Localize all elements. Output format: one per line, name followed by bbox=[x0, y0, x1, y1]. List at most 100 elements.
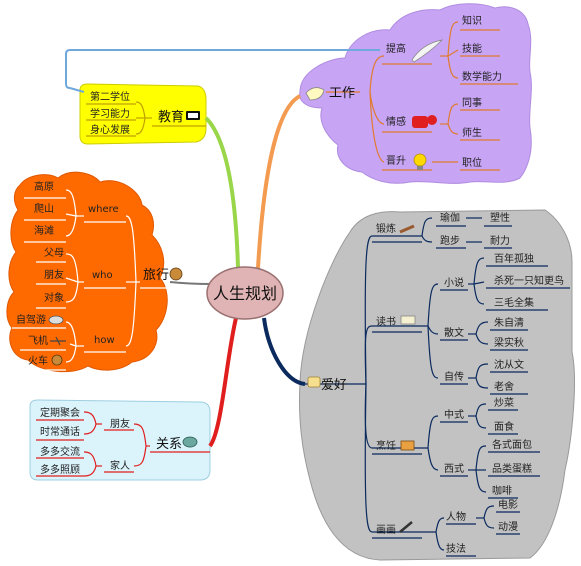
hobby-prose-item-0[interactable]: 朱自清 bbox=[494, 316, 524, 329]
hobby-bio[interactable]: 自传 bbox=[444, 370, 464, 383]
pencil-icon bbox=[399, 521, 413, 533]
relation-friends-item-0[interactable]: 定期聚会 bbox=[40, 406, 80, 419]
travel-how-item-2[interactable]: 火车 bbox=[28, 354, 48, 367]
work-emotion-item-0[interactable]: 同事 bbox=[462, 96, 482, 109]
hobby-reading[interactable]: 读书 bbox=[376, 315, 396, 328]
work-emotion[interactable]: 情感 bbox=[386, 115, 406, 128]
travel-where-item-0[interactable]: 高原 bbox=[34, 180, 54, 193]
work-emotion-item-1[interactable]: 师生 bbox=[462, 126, 482, 139]
relation-friends-item-1[interactable]: 时常通话 bbox=[40, 425, 80, 438]
improve-to-education-link bbox=[65, 49, 380, 93]
hobby-yoga[interactable]: 瑜伽 bbox=[440, 211, 460, 224]
hobby-chinese-item-1[interactable]: 面食 bbox=[494, 420, 514, 433]
work-improve-item-0[interactable]: 知识 bbox=[462, 14, 482, 27]
open-book-icon bbox=[400, 315, 416, 325]
education-topic[interactable]: 教育 bbox=[158, 109, 200, 125]
education-item-2[interactable]: 身心发展 bbox=[90, 123, 130, 136]
work-label: 工作 bbox=[329, 86, 355, 101]
work-improve-item-2[interactable]: 数学能力 bbox=[462, 70, 502, 83]
travel-lines bbox=[12, 189, 170, 371]
relation-label: 关系 bbox=[156, 437, 182, 452]
hobby-chinese-item-0[interactable]: 炒菜 bbox=[494, 397, 514, 409]
hobby-western-item-1[interactable]: 品类蛋糕 bbox=[492, 462, 532, 475]
travel-where-item-2[interactable]: 海滩 bbox=[34, 224, 54, 237]
travel-how-item-1[interactable]: 飞机 bbox=[28, 334, 48, 347]
car-icon bbox=[48, 315, 64, 325]
work-topic[interactable]: 工作 bbox=[305, 86, 355, 101]
education-box bbox=[79, 83, 207, 145]
travel-where[interactable]: where bbox=[88, 204, 119, 215]
travel-who-item-1[interactable]: 朋友 bbox=[44, 268, 64, 281]
hobby-yoga-item-0[interactable]: 塑性 bbox=[490, 211, 510, 224]
dumbbell-icon bbox=[399, 224, 415, 234]
hobby-lines bbox=[305, 217, 570, 557]
travel-who-item-0[interactable]: 父母 bbox=[44, 247, 64, 259]
hobby-drawing[interactable]: 画画 bbox=[376, 525, 396, 536]
travel-topic[interactable]: 旅行 bbox=[143, 267, 183, 283]
branch-relation bbox=[208, 317, 238, 448]
travel-how-item-0[interactable]: 自驾游 bbox=[16, 313, 46, 326]
lightbulb-icon bbox=[413, 153, 427, 170]
hobby-novel-item-1[interactable]: 杀死一只知更鸟 bbox=[494, 274, 564, 287]
travel-who-item-2[interactable]: 对象 bbox=[44, 291, 64, 304]
hobby-people-item-0[interactable]: 电影 bbox=[498, 498, 518, 511]
hobby-prose-item-1[interactable]: 梁实秋 bbox=[494, 336, 524, 349]
travel-label: 旅行 bbox=[143, 268, 169, 283]
work-improve-item-1[interactable]: 技能 bbox=[462, 42, 482, 55]
branch-work bbox=[256, 94, 302, 269]
hobby-topic[interactable]: 爱好 bbox=[307, 376, 347, 393]
travel-where-item-1[interactable]: 爬山 bbox=[34, 203, 54, 215]
relation-lines bbox=[36, 411, 210, 477]
hobby-people-item-1[interactable]: 动漫 bbox=[498, 521, 518, 533]
work-improve[interactable]: 提高 bbox=[386, 42, 406, 55]
relation-family[interactable]: 家人 bbox=[110, 459, 130, 472]
travel-cloud bbox=[6, 171, 168, 373]
travel-who[interactable]: who bbox=[92, 270, 113, 281]
work-cloud bbox=[299, 3, 532, 184]
relation-friends[interactable]: 朋友 bbox=[110, 417, 130, 430]
feather-icon bbox=[411, 39, 444, 63]
work-promote-item-0[interactable]: 职位 bbox=[462, 156, 482, 169]
hobby-run[interactable]: 跑步 bbox=[440, 234, 460, 247]
hobby-chinese[interactable]: 中式 bbox=[444, 408, 464, 421]
education-item-0[interactable]: 第二学位 bbox=[90, 90, 130, 103]
hobby-novel[interactable]: 小说 bbox=[444, 276, 464, 289]
airplane-icon bbox=[50, 336, 66, 346]
smiley-icon bbox=[307, 376, 321, 388]
center-label: 人生规划 bbox=[213, 284, 277, 303]
hobby-run-item-0[interactable]: 耐力 bbox=[490, 234, 510, 247]
lemon-icon bbox=[305, 87, 325, 101]
book-icon bbox=[186, 111, 200, 120]
education-item-1[interactable]: 学习能力 bbox=[90, 107, 130, 120]
cooking-icon bbox=[400, 440, 415, 451]
hobby-bio-item-0[interactable]: 沈从文 bbox=[494, 358, 524, 371]
education-label: 教育 bbox=[158, 109, 184, 125]
education-lines bbox=[86, 101, 206, 137]
work-promote[interactable]: 晋升 bbox=[386, 155, 406, 167]
hobby-novel-item-2[interactable]: 三毛全集 bbox=[494, 296, 534, 309]
center-node[interactable]: 人生规划 bbox=[206, 266, 284, 320]
hobby-novel-item-0[interactable]: 百年孤独 bbox=[494, 252, 534, 265]
travel-how[interactable]: how bbox=[94, 335, 115, 346]
chat-icon bbox=[182, 436, 198, 448]
branch-hobby bbox=[262, 317, 306, 386]
branch-travel bbox=[169, 281, 211, 285]
hobby-prose[interactable]: 散文 bbox=[444, 326, 464, 339]
relation-family-item-1[interactable]: 多多照顾 bbox=[40, 463, 80, 476]
relation-topic[interactable]: 关系 bbox=[156, 436, 198, 452]
hobby-people[interactable]: 人物 bbox=[446, 510, 466, 523]
hobby-western-item-0[interactable]: 各式面包 bbox=[492, 438, 532, 451]
globe-icon bbox=[169, 267, 183, 281]
hobby-exercise[interactable]: 锻炼 bbox=[376, 222, 396, 235]
hobby-technique[interactable]: 技法 bbox=[446, 542, 466, 555]
hobby-cooking[interactable]: 烹饪 bbox=[376, 439, 396, 452]
work-lines bbox=[326, 21, 518, 171]
hobby-western[interactable]: 西式 bbox=[444, 462, 464, 475]
thumbs-up-icon bbox=[412, 115, 437, 128]
hobby-label: 爱好 bbox=[321, 378, 347, 393]
relation-family-item-0[interactable]: 多多交流 bbox=[40, 445, 80, 458]
hobby-western-item-2[interactable]: 咖啡 bbox=[492, 485, 512, 497]
train-icon bbox=[51, 354, 63, 366]
hobby-bio-item-1[interactable]: 老舍 bbox=[494, 380, 514, 393]
